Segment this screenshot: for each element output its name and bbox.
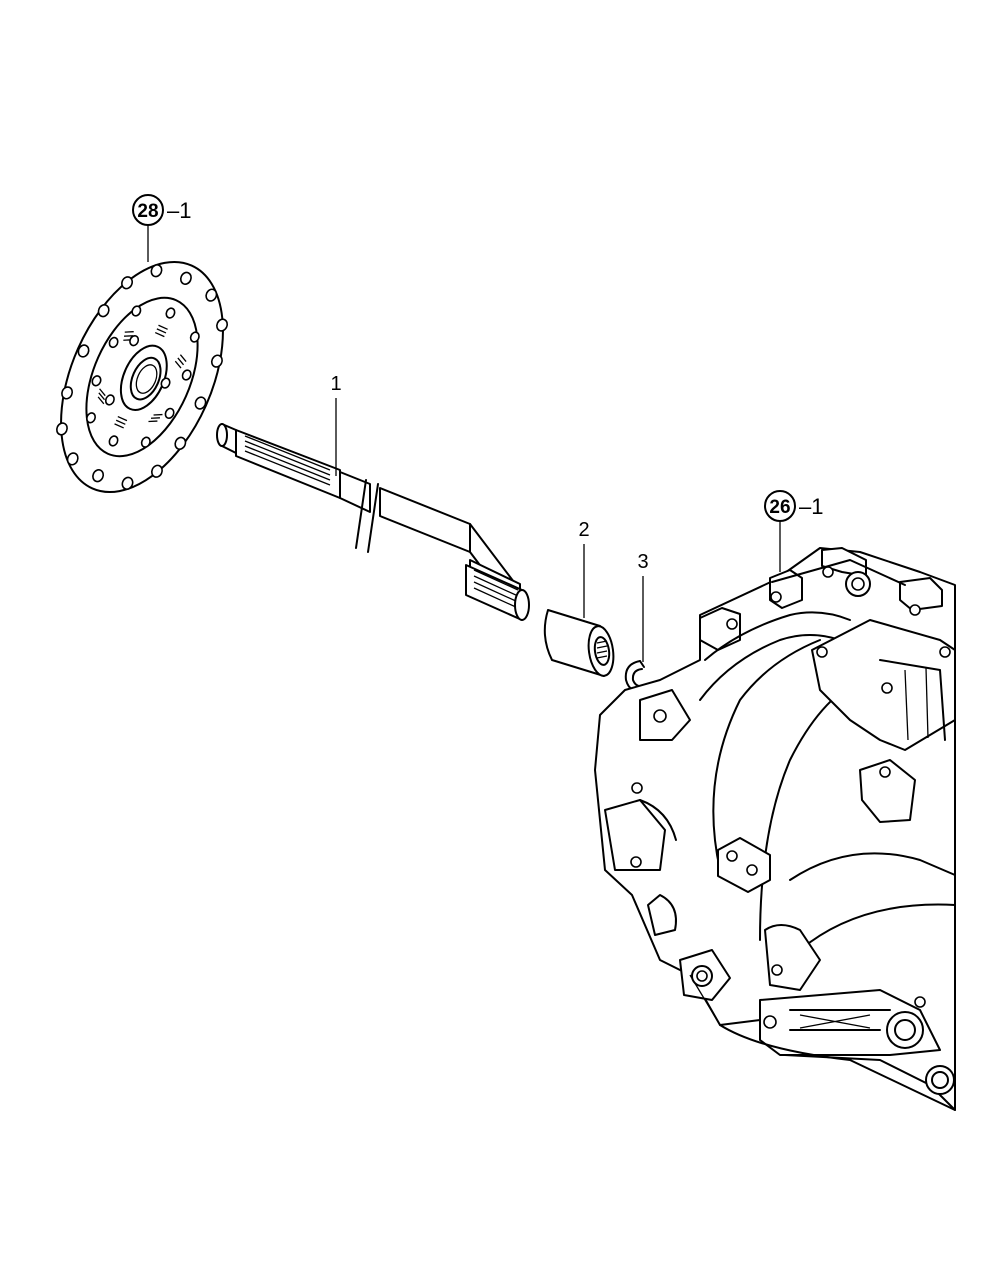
callout-housing-ref: 26: [769, 497, 790, 518]
callout-disc: 28 –1: [132, 194, 191, 262]
callout-shaft-num: 1: [330, 373, 341, 395]
callout-housing: 26 –1: [764, 490, 823, 572]
clutch-disc[interactable]: [28, 237, 255, 517]
callout-disc-ref: 28: [137, 201, 158, 222]
callout-snap-ring: 3: [637, 551, 649, 662]
callout-shaft: 1: [330, 373, 342, 476]
callout-bushing-num: 2: [578, 519, 589, 541]
callout-bushing: 2: [578, 519, 590, 618]
bushing[interactable]: [543, 609, 617, 677]
callout-disc-suffix: –1: [167, 198, 191, 223]
callout-snap-ring-num: 3: [637, 551, 648, 573]
input-shaft[interactable]: [216, 423, 530, 621]
clutch-housing[interactable]: [594, 547, 956, 1111]
callout-housing-suffix: –1: [799, 494, 823, 519]
